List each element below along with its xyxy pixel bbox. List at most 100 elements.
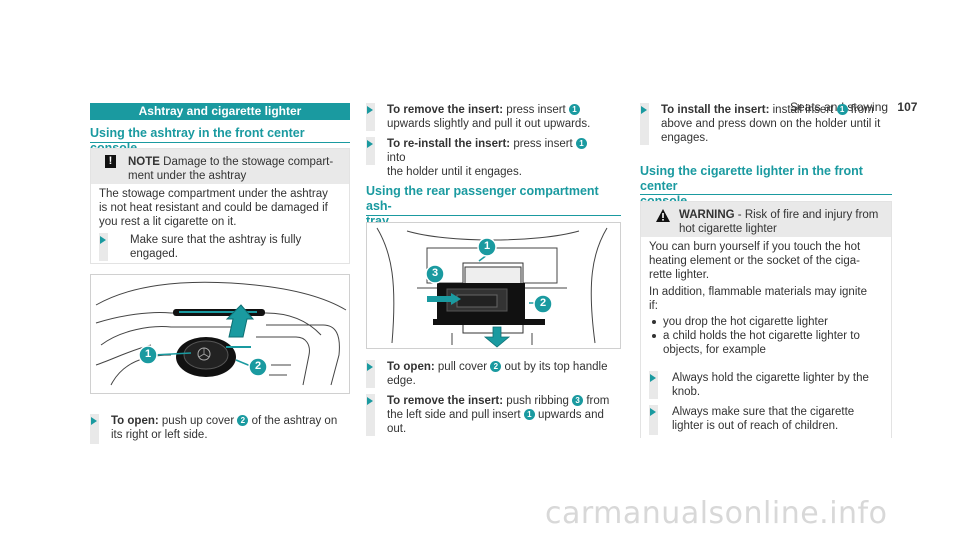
step-open-cover: To open: push up cover 2 of the ashtray … bbox=[90, 414, 350, 444]
callout-ref-1: 1 bbox=[568, 104, 580, 115]
note-step-line: Make sure that the ashtray is fully bbox=[130, 234, 302, 246]
note-box: ! NOTE Damage to the stowage compart- me… bbox=[90, 148, 350, 264]
note-body-line: is not heat resistant and could be damag… bbox=[99, 202, 328, 214]
step-text: Always hold the cigarette lighter by the bbox=[672, 372, 869, 384]
step-label: To re-install the insert: bbox=[387, 138, 511, 150]
warning-line: You can burn yourself if you touch the h… bbox=[649, 241, 861, 253]
warning-bullets: you drop the hot cigarette lighter a chi… bbox=[649, 315, 887, 357]
subtitle-line: Using the cigarette lighter in the front… bbox=[640, 164, 863, 193]
note-step: Make sure that the ashtray is fully enga… bbox=[99, 233, 343, 261]
step-text: upwards and bbox=[538, 409, 604, 421]
step-text: above and press down on the holder until… bbox=[661, 118, 881, 130]
callout-ref-1: 1 bbox=[836, 104, 848, 115]
step-arrow-icon bbox=[91, 417, 97, 425]
list-item: a child holds the hot cigarette lighter … bbox=[649, 329, 887, 357]
warning-step-hold: Always hold the cigarette lighter by the… bbox=[649, 371, 887, 399]
rear-ashtray-illustration bbox=[376, 227, 608, 348]
note-body: The stowage compartment under the ashtra… bbox=[99, 187, 347, 229]
bullet-text: a child holds the hot cigarette lighter … bbox=[663, 330, 860, 342]
note-lead-text: Damage to the stowage compart- bbox=[163, 156, 334, 168]
note-icon: ! bbox=[105, 155, 116, 168]
step-bar bbox=[90, 414, 99, 444]
callout-1: 1 bbox=[144, 348, 152, 360]
warning-line: In addition, flammable materials may ign… bbox=[649, 286, 867, 298]
warning-box: WARNING - Risk of fire and injury from h… bbox=[640, 201, 892, 438]
note-header bbox=[91, 149, 349, 184]
step-bar bbox=[99, 233, 108, 261]
step-text: the holder until it engages. bbox=[387, 166, 522, 178]
note-body-line: you rest a lit cigarette on it. bbox=[99, 216, 237, 228]
step-bar bbox=[366, 360, 375, 388]
page-number: 107 bbox=[897, 100, 918, 114]
step-bar bbox=[649, 371, 658, 399]
callout-ref-3: 3 bbox=[572, 395, 584, 406]
step-text: lighter is out of reach of children. bbox=[672, 420, 839, 432]
warning-label: WARNING bbox=[679, 209, 735, 221]
note-lead: NOTE Damage to the stowage compart- ment… bbox=[128, 155, 346, 183]
step-text: upwards slightly and pull it out upwards… bbox=[387, 118, 591, 130]
step-label: To open: bbox=[111, 415, 159, 427]
title-rule bbox=[90, 142, 350, 143]
warning-step-reach: Always make sure that the cigarette ligh… bbox=[649, 405, 887, 435]
step-text: press insert bbox=[506, 104, 566, 116]
note-body-line: The stowage compartment under the ashtra… bbox=[99, 188, 328, 200]
warning-lead-text: - Risk of fire and injury from bbox=[734, 209, 879, 221]
step-label: To install the insert: bbox=[661, 104, 770, 116]
step-label: To open: bbox=[387, 361, 435, 373]
callout-ref-1: 1 bbox=[575, 138, 587, 149]
step-text: from bbox=[850, 104, 874, 116]
step-bar bbox=[640, 103, 649, 145]
step-label: To remove the insert: bbox=[387, 104, 504, 116]
list-item: you drop the hot cigarette lighter bbox=[649, 315, 887, 329]
step-text: out by its top handle bbox=[504, 361, 608, 373]
step-arrow-icon bbox=[367, 397, 373, 405]
step-arrow-icon bbox=[367, 106, 373, 114]
front-ashtray-illustration bbox=[95, 281, 347, 386]
step-label: To remove the insert: bbox=[387, 395, 504, 407]
step-open-rear-cover: To open: pull cover 2 out by its top han… bbox=[366, 360, 611, 388]
section-banner: Ashtray and cigarette lighter bbox=[90, 103, 350, 120]
step-text: pull cover bbox=[437, 361, 488, 373]
step-bar bbox=[366, 137, 375, 165]
warning-body: You can burn yourself if you touch the h… bbox=[649, 240, 887, 357]
step-text: Always make sure that the cigarette bbox=[672, 406, 855, 418]
warning-lead: WARNING - Risk of fire and injury from h… bbox=[679, 208, 887, 236]
warning-line: heating element or the socket of the cig… bbox=[649, 255, 860, 267]
step-install-insert: To install the insert: install insert 1 … bbox=[640, 103, 890, 145]
step-text: knob. bbox=[672, 386, 701, 398]
step-bar bbox=[366, 103, 375, 131]
step-bar bbox=[366, 394, 375, 436]
callout-2: 2 bbox=[254, 360, 262, 372]
warning-line: rette lighter. bbox=[649, 269, 710, 281]
step-text: into bbox=[387, 152, 406, 164]
title-rule bbox=[366, 215, 621, 216]
subtitle-line: Using the rear passenger compartment ash… bbox=[366, 184, 599, 213]
warning-header bbox=[641, 202, 891, 237]
step-text: its right or left side. bbox=[111, 429, 208, 441]
step-remove-insert: To remove the insert: press insert 1 upw… bbox=[366, 103, 606, 131]
step-text: of the ashtray on bbox=[251, 415, 338, 427]
step-reinstall-insert: To re-install the insert: press insert 1… bbox=[366, 137, 606, 178]
step-text: edge. bbox=[387, 375, 416, 387]
figure-front-ashtray: 1 2 bbox=[90, 274, 350, 394]
step-text: the left side and pull insert bbox=[387, 409, 521, 421]
warning-triangle-icon bbox=[656, 209, 670, 222]
step-text: push up cover bbox=[161, 415, 235, 427]
step-arrow-icon bbox=[367, 140, 373, 148]
callout-1: 1 bbox=[483, 240, 491, 252]
note-lead-text-2: ment under the ashtray bbox=[128, 170, 247, 182]
step-text: push ribbing bbox=[506, 395, 569, 407]
note-label: NOTE bbox=[128, 156, 160, 168]
step-arrow-icon bbox=[367, 363, 373, 371]
warning-line: if: bbox=[649, 300, 658, 312]
step-arrow-icon bbox=[641, 106, 647, 114]
step-text: press insert bbox=[513, 138, 573, 150]
step-text: engages. bbox=[661, 132, 709, 144]
callout-ref-2: 2 bbox=[490, 361, 502, 372]
watermark: carmanualsonline.info bbox=[545, 496, 888, 531]
callout-2: 2 bbox=[539, 297, 547, 309]
bullet-text: you drop the hot cigarette lighter bbox=[663, 316, 828, 328]
step-arrow-icon bbox=[100, 236, 106, 244]
step-text: from bbox=[586, 395, 610, 407]
figure-rear-ashtray: 1 3 2 bbox=[366, 222, 621, 349]
